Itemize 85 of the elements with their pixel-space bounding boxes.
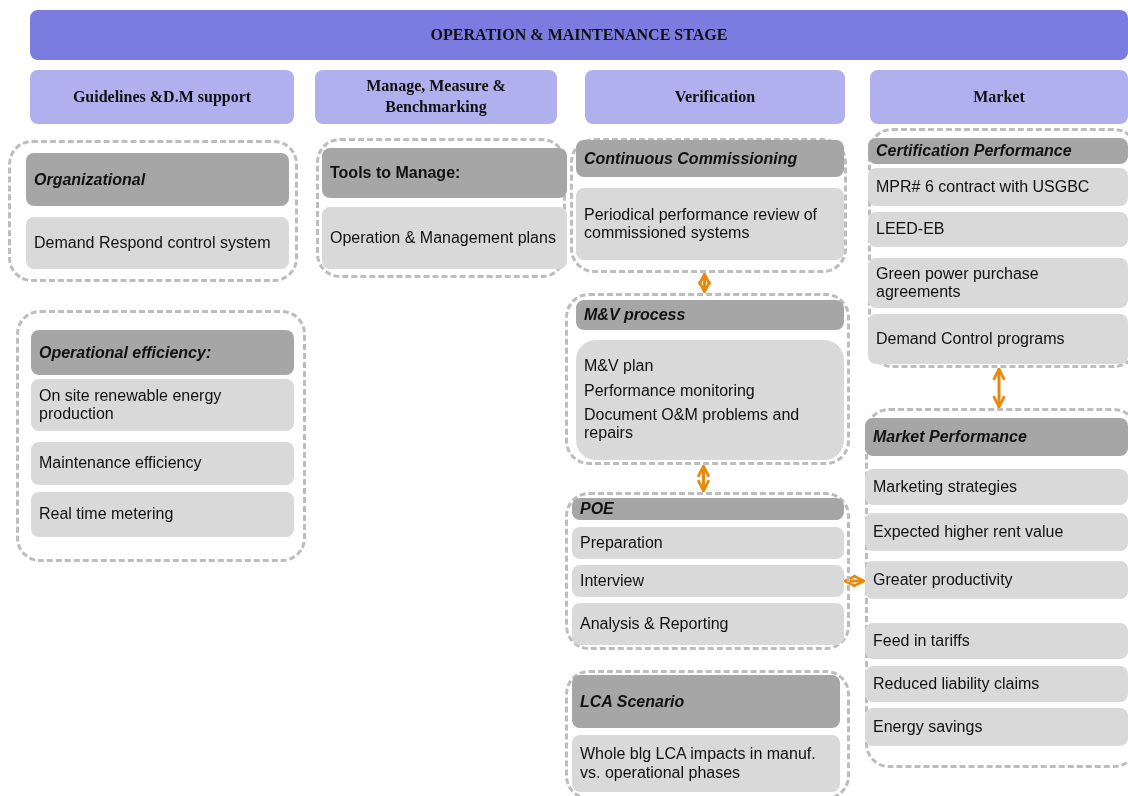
- section-title-bar: [31, 330, 294, 375]
- item-box: [322, 207, 567, 269]
- item-label: Whole blg LCA impacts in manuf. vs. operational phases: [580, 745, 817, 782]
- item-box: [865, 469, 1128, 505]
- header-label: Manage, Measure & Benchmarking: [365, 76, 507, 118]
- item-label: Preparation: [580, 533, 664, 553]
- section-title-bar: [868, 138, 1128, 164]
- dashed-group-outline: [8, 140, 298, 282]
- item-box: [865, 513, 1128, 551]
- column-header: [870, 70, 1128, 124]
- dashed-group-outline: [565, 492, 850, 650]
- item-box: [572, 527, 844, 559]
- column-header: [585, 70, 845, 124]
- banner-title: OPERATION & MAINTENANCE STAGE: [430, 26, 728, 44]
- dashed-group-outline: [570, 138, 847, 273]
- item-label: Analysis & Reporting: [580, 614, 730, 634]
- item-label: Energy savings: [873, 717, 984, 737]
- item-box: [572, 603, 844, 645]
- item-label: Marketing strategies: [873, 477, 1019, 497]
- dashed-group-outline: [865, 408, 1128, 768]
- item-box: [576, 340, 844, 460]
- section-title-bar: [576, 140, 844, 177]
- item-box: [26, 217, 289, 269]
- section-title: Operational efficiency:: [39, 343, 212, 362]
- item-box: [572, 565, 844, 597]
- section-title: Tools to Manage:: [330, 164, 461, 182]
- item-label: Reduced liability claims: [873, 674, 1041, 694]
- section-title: LCA Scenario: [580, 692, 685, 711]
- double-arrow: [696, 464, 711, 493]
- header-label: Market: [973, 86, 1025, 107]
- dashed-group-outline: [868, 128, 1128, 368]
- column-header: [30, 70, 294, 124]
- item-label: Maintenance efficiency: [39, 454, 203, 473]
- dashed-group-outline: [316, 138, 566, 278]
- dashed-group-outline: [16, 310, 306, 562]
- double-arrow: [843, 574, 866, 588]
- item-box: [865, 666, 1128, 702]
- item-box: [868, 258, 1128, 308]
- double-arrow: [697, 272, 712, 294]
- item-label: Feed in tariffs: [873, 631, 971, 651]
- item-box: [865, 561, 1128, 599]
- section-title: Market Performance: [873, 428, 1027, 446]
- list-item: Performance monitoring: [584, 381, 756, 400]
- double-arrow: [992, 367, 1006, 409]
- dashed-group-outline: [565, 670, 850, 796]
- item-label: Periodical performance review of commissioned systems: [584, 205, 818, 243]
- item-label: Greater productivity: [873, 570, 1014, 590]
- section-title-bar: [26, 153, 289, 206]
- column-header: [315, 70, 557, 124]
- item-box: [868, 314, 1128, 364]
- item-label: Expected higher rent value: [873, 522, 1065, 542]
- section-title: M&V process: [584, 306, 686, 324]
- section-title-bar: [576, 300, 844, 330]
- section-title-bar: [865, 418, 1128, 456]
- item-box: [868, 168, 1128, 206]
- section-title-bar: [572, 498, 844, 520]
- item-box: [868, 212, 1128, 247]
- header-label: Verification: [674, 86, 756, 107]
- item-label: Real time metering: [39, 505, 175, 524]
- item-box: [572, 735, 840, 792]
- item-label: Demand Respond control system: [34, 233, 272, 253]
- item-label: Demand Control programs: [876, 329, 1066, 349]
- item-box: [576, 188, 844, 260]
- item-box: [31, 379, 294, 431]
- section-title: Continuous Commissioning: [584, 149, 798, 168]
- item-label: Interview: [580, 571, 646, 591]
- section-title-bar: [572, 675, 840, 728]
- section-title: Certification Performance: [876, 142, 1072, 160]
- item-label: Operation & Management plans: [330, 228, 557, 248]
- section-title-bar: [322, 148, 567, 198]
- dashed-group-outline: [565, 293, 850, 465]
- list-item: Document O&M problems and repairs: [584, 406, 801, 443]
- header-label: Guidelines &D.M support: [72, 86, 252, 108]
- item-label: On site renewable energy production: [39, 386, 223, 424]
- section-title: POE: [580, 500, 614, 518]
- stage-banner: [30, 10, 1128, 60]
- item-box: [31, 442, 294, 485]
- item-label: Green power purchase agreements: [876, 264, 1040, 302]
- item-label: MPR# 6 contract with USGBC: [876, 177, 1091, 197]
- item-box: [865, 708, 1128, 746]
- list-item: M&V plan: [584, 357, 655, 376]
- item-box: [865, 623, 1128, 659]
- item-box: [31, 492, 294, 537]
- item-label: LEED-EB: [876, 220, 946, 239]
- section-title: Organizational: [34, 170, 146, 189]
